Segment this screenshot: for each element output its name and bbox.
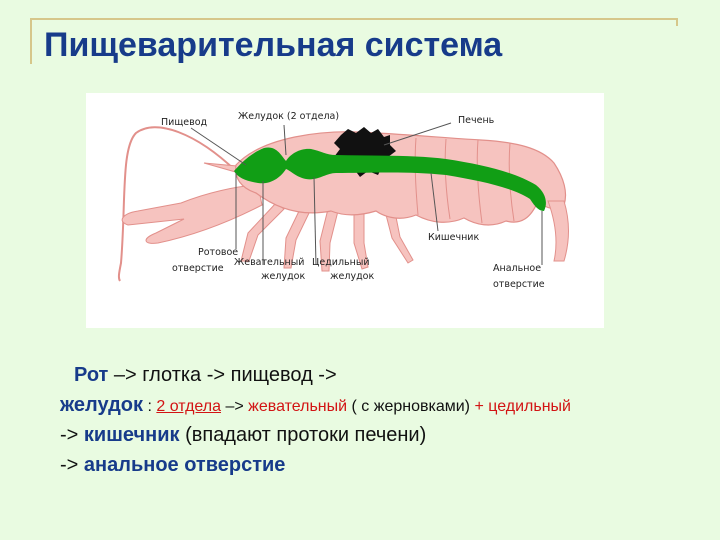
- word-mouth: Рот: [74, 364, 109, 386]
- label-mouth-line1: Ротовое: [198, 247, 238, 258]
- label-intestine: Кишечник: [428, 232, 479, 243]
- label-anal-line2: отверстие: [493, 279, 545, 290]
- label-filter-line2: желудок: [330, 271, 374, 282]
- label-chewing-line2: желудок: [261, 271, 305, 282]
- digestive-tract: [234, 147, 546, 211]
- tail-fan: [547, 200, 569, 262]
- crayfish-diagram: Пищевод Желудок (2 отдела) Печень Ротово…: [86, 93, 604, 328]
- label-chewing-line1: Жевательный: [234, 257, 304, 268]
- line3-arrow: ->: [60, 424, 84, 446]
- label-filter-line1: Цедильный: [312, 257, 370, 268]
- word-anal: анальное отверстие: [83, 454, 286, 476]
- label-anal-line1: Анальное: [493, 263, 541, 274]
- text-line-1: Рот –> глотка -> пищевод ->: [60, 360, 715, 390]
- line4-arrow: ->: [60, 454, 84, 476]
- text-line-3: -> кишечник (впадают протоки печени): [60, 420, 715, 450]
- word-chewing: жевательный: [248, 398, 348, 415]
- frame-left-line: [30, 18, 32, 64]
- antenna: [117, 126, 237, 282]
- text-line-2: желудок : 2 отдела –> жевательный ( с же…: [60, 390, 715, 420]
- line2-arrow: –>: [221, 398, 249, 415]
- word-intestine: кишечник: [83, 424, 180, 446]
- label-stomach: Желудок (2 отдела): [238, 111, 339, 122]
- digestive-path-text: Рот –> глотка -> пищевод -> желудок : 2 …: [60, 360, 715, 480]
- frame-top-line: [30, 18, 678, 20]
- claw: [121, 184, 263, 244]
- leader-lines: [190, 122, 543, 266]
- line2-paren: ( с жерновками): [347, 398, 475, 415]
- line1-rest: –> глотка -> пищевод ->: [108, 364, 337, 386]
- word-two-sections: 2 отдела: [156, 398, 221, 415]
- word-stomach: желудок: [60, 394, 144, 416]
- label-liver: Печень: [458, 115, 495, 126]
- label-esophagus: Пищевод: [161, 117, 208, 128]
- slide-title: Пищеварительная система: [44, 26, 503, 64]
- word-filter: + цедильный: [474, 398, 571, 415]
- line2-colon: :: [143, 398, 157, 415]
- text-line-4: -> анальное отверстие: [60, 450, 715, 480]
- frame-right-line: [676, 18, 678, 26]
- line3-note: (впадают протоки печени): [179, 424, 427, 446]
- label-mouth-line2: отверстие: [172, 263, 224, 274]
